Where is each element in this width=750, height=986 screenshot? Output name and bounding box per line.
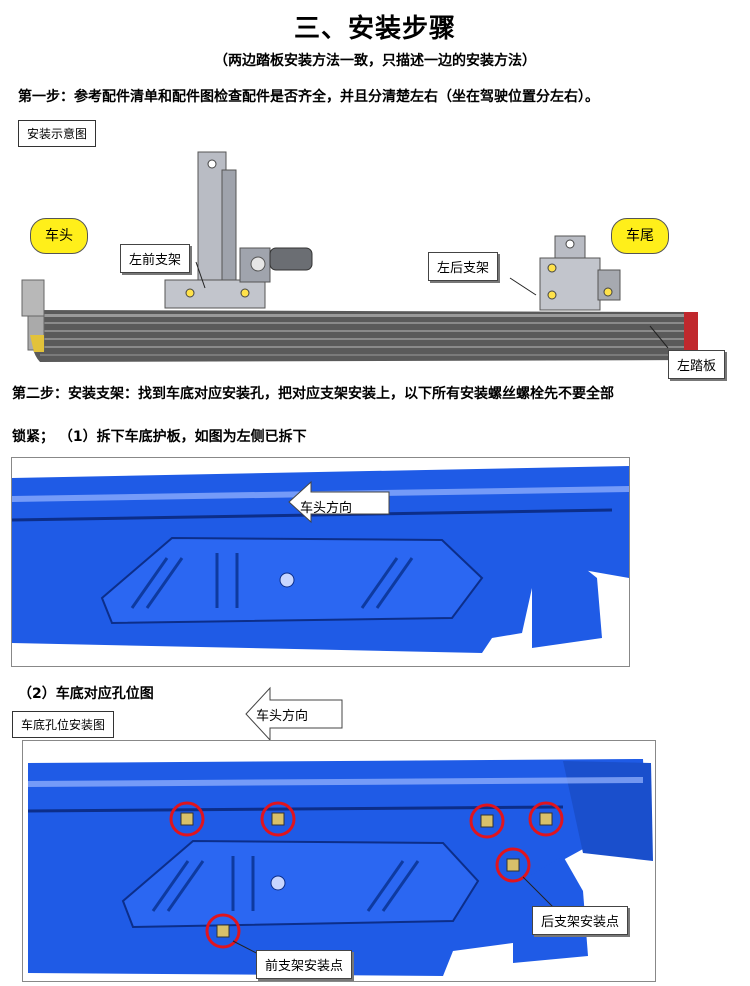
rear-mount-point-label: 后支架安装点 — [532, 906, 629, 935]
diagram-box-label: 安装示意图 — [18, 120, 97, 147]
step1-text: 第一步：参考配件清单和配件图检查配件是否齐全，并且分清楚左右（坐在驾驶位置分左右… — [18, 89, 599, 105]
front-mount-point-label: 前支架安装点 — [256, 950, 353, 979]
subsection-2-title: （2）车底对应孔位图 — [18, 686, 154, 702]
underbody-image-2 — [23, 741, 655, 981]
direction-arrow-1 — [288, 480, 390, 524]
direction-label-2: 车头方向 — [256, 709, 309, 724]
step2-text: 第二步：安装支架：找到车底对应安装孔，把对应支架安装上，以下所有安装螺丝螺栓先不… — [12, 386, 614, 402]
page-title: 三、安装步骤 — [293, 14, 456, 44]
left-rear-bracket-drawing — [539, 235, 621, 311]
left-rear-bracket-label: 左后支架 — [428, 252, 499, 281]
left-step-label: 左踏板 — [668, 350, 726, 379]
running-board-bar — [29, 310, 700, 362]
direction-arrow-2 — [245, 686, 343, 742]
page-subtitle: （两边踏板安装方法一致，只描述一边的安装方法） — [214, 53, 536, 69]
underbody-photo-2 — [22, 740, 656, 982]
underbody-image-1 — [12, 458, 629, 666]
step2-text-cont: 锁紧； （1）拆下车底护板，如图为左侧已拆下 — [12, 429, 307, 445]
left-front-bracket-drawing — [164, 151, 313, 309]
direction-label-1: 车头方向 — [300, 501, 353, 516]
front-end-cap — [21, 279, 45, 352]
rear-label: 车尾 — [611, 218, 669, 254]
hole-diagram-label: 车底孔位安装图 — [12, 711, 115, 738]
left-front-bracket-label: 左前支架 — [120, 244, 191, 273]
mounting-hole-markers — [169, 801, 564, 949]
running-board-diagram — [21, 151, 700, 362]
front-label: 车头 — [30, 218, 88, 254]
